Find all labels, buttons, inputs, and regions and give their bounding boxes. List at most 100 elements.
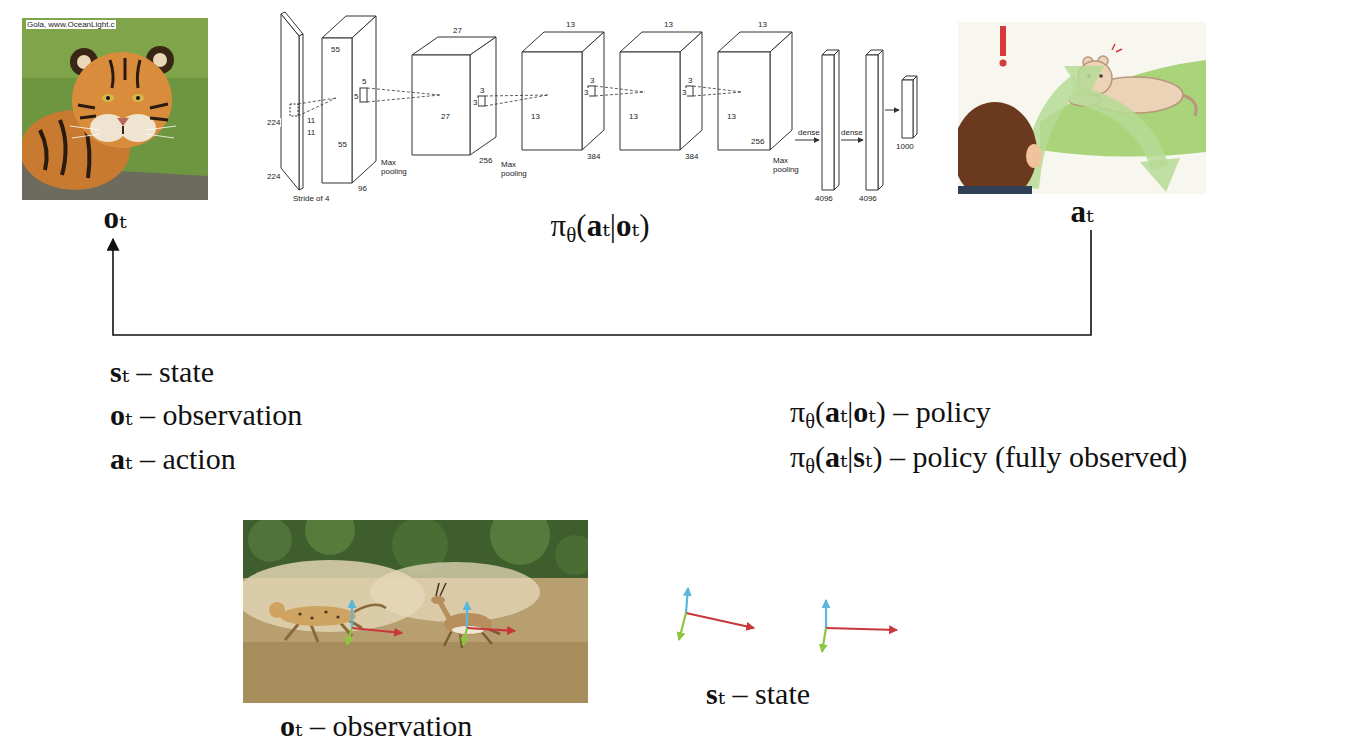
- cnn-figure: [352, 16, 376, 183]
- label-anchor: 11: [306, 116, 316, 125]
- layer-dimension: 384: [684, 152, 699, 161]
- vector-symbol: s: [853, 440, 865, 473]
- tiger-photo: [136, 96, 140, 100]
- chase-photo: [555, 535, 588, 575]
- definition-text: πθ(aₜ|oₜ) – policy: [790, 394, 991, 439]
- layer-dimension: 3: [479, 86, 485, 95]
- tiger-photo: [22, 18, 208, 200]
- label-anchor: Max pooling: [772, 156, 804, 174]
- label-anchor: 13: [565, 20, 576, 29]
- layer-dimension: 13: [530, 112, 541, 121]
- gazelle-figure: [431, 583, 500, 648]
- cnn-figure: [299, 34, 303, 190]
- cnn-figure: [522, 52, 582, 150]
- layer-dimension: 4096: [858, 194, 878, 203]
- layer-dimension: 55: [337, 140, 348, 149]
- label-anchor: 27: [452, 26, 463, 35]
- label-anchor: 11: [306, 128, 316, 137]
- cnn-dense-arrows: [795, 110, 899, 140]
- label-anchor: 55: [337, 140, 348, 149]
- layer-dimension: 13: [726, 112, 737, 121]
- layer-dimension: 1000: [895, 142, 915, 151]
- cheetah-figure: [354, 605, 386, 612]
- vector-symbol: a: [1070, 194, 1086, 229]
- label-anchor: sₜ – state: [110, 354, 214, 390]
- vector-symbol: s: [706, 677, 718, 710]
- tiger-photo: [78, 58, 168, 120]
- cnn-figure: [281, 14, 299, 190]
- chase-photo: [305, 520, 355, 555]
- label-anchor: 3: [479, 86, 485, 95]
- cnn-figure: [680, 32, 702, 150]
- cheetah-figure: [298, 612, 301, 615]
- layer-dimension: 3: [583, 88, 589, 97]
- vector-symbol: o: [103, 200, 119, 235]
- action-illustration: [1182, 95, 1196, 116]
- layer-dimension: 13: [663, 20, 674, 29]
- label-anchor: Gola, www.OceanLight.c: [26, 20, 116, 29]
- cnn-figure: [290, 104, 298, 116]
- observation-image: oₜ: [22, 18, 208, 236]
- definition-text: πθ(aₜ|sₜ) – policy (fully observed): [790, 439, 1187, 484]
- label-anchor: 13: [757, 20, 768, 29]
- coordinate-frame: [466, 602, 468, 628]
- layer-dimension: 3: [681, 88, 687, 97]
- label-anchor: 13: [663, 20, 674, 29]
- layer-dimension: dense: [797, 128, 821, 137]
- action-illustration: [1030, 82, 1078, 188]
- layer-dimension: 256: [478, 156, 493, 165]
- label-anchor: 3: [583, 88, 589, 97]
- gazelle-figure: [436, 583, 446, 596]
- layer-dimension: 13: [628, 112, 639, 121]
- label-anchor: 13: [726, 112, 737, 121]
- label-anchor: oₜ – observation: [110, 397, 302, 433]
- state-frames: [822, 628, 826, 652]
- tiger-photo: [117, 118, 129, 126]
- action-illustration: [1140, 158, 1180, 192]
- layer-dimension: 55: [330, 45, 341, 54]
- cnn-figure: [281, 12, 917, 190]
- label-anchor: 13: [530, 112, 541, 121]
- cnn-figure: [878, 50, 883, 190]
- label-anchor: 27: [440, 112, 451, 121]
- layer-dimension: Max pooling: [500, 160, 532, 178]
- tiger-photo: [102, 94, 114, 102]
- action-illustration: [1026, 144, 1042, 168]
- coordinate-frame: [347, 600, 515, 645]
- chase-photo: [243, 642, 588, 703]
- cnn-figure: [360, 88, 367, 102]
- vector-symbol: a: [825, 440, 840, 473]
- action-illustration: [958, 186, 1032, 194]
- parameter-subscript: θ: [566, 223, 576, 247]
- vector-symbol: a: [587, 208, 603, 243]
- label-anchor: aₜ – action: [110, 441, 236, 477]
- state-frames: [679, 588, 897, 652]
- layer-dimension: Stride of 4: [292, 194, 330, 203]
- label-anchor: 5: [353, 92, 359, 101]
- label-anchor: dense: [797, 128, 821, 137]
- label-anchor: 224: [266, 118, 281, 127]
- cheetah-figure: [324, 610, 327, 613]
- definition-text: sₜ – state: [110, 354, 214, 390]
- label-anchor: 384: [684, 152, 699, 161]
- layer-dimension: 96: [357, 184, 368, 193]
- action-illustration: [958, 102, 1037, 194]
- label-anchor: 1000: [895, 142, 915, 151]
- cheetah-figure: [269, 602, 285, 618]
- action-illustration: [1099, 74, 1103, 78]
- cnn-figure: [770, 32, 792, 150]
- action-illustration: [1072, 94, 1160, 168]
- image-caption: πθ(aₜ|oₜ): [280, 208, 920, 253]
- definition-text: sₜ – state: [706, 676, 810, 712]
- cnn-figure: [322, 38, 352, 183]
- definition-text: oₜ – observation: [110, 397, 302, 433]
- label-anchor: dense: [840, 128, 864, 137]
- label-anchor: 384: [586, 152, 601, 161]
- policy-network: πθ(aₜ|oₜ): [280, 8, 920, 253]
- state-frames: [826, 628, 897, 630]
- label-anchor: oₜ – observation: [280, 708, 472, 744]
- image-caption: aₜ: [958, 194, 1206, 230]
- gazelle-figure: [431, 596, 445, 604]
- state-frames: [686, 588, 688, 613]
